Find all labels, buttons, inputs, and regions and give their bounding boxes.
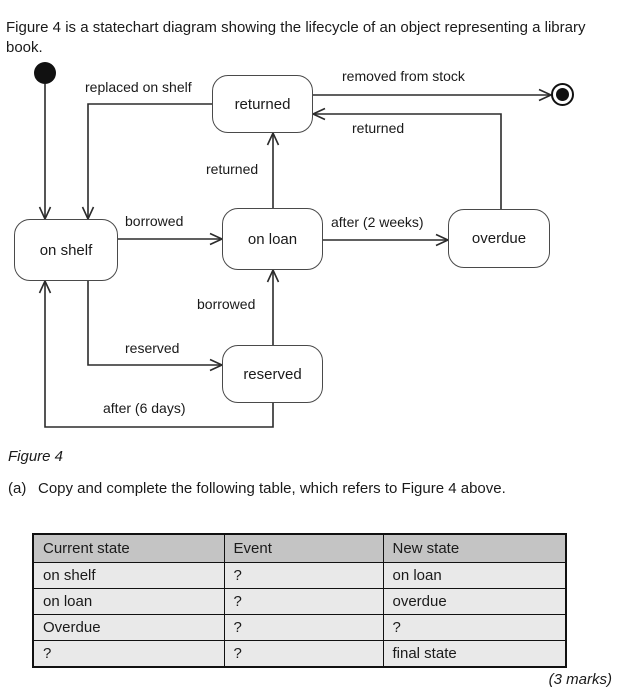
state-reserved: reserved — [222, 345, 323, 403]
table-cell: overdue — [382, 588, 567, 615]
table-cell: ? — [223, 588, 384, 615]
transition-label-borrowed-from-reserved: borrowed — [197, 296, 256, 312]
table-header-current-state: Current state — [32, 533, 225, 563]
transition-label-after-6-days: after (6 days) — [103, 400, 186, 416]
transition-label-replaced-on-shelf: replaced on shelf — [85, 79, 192, 95]
state-reserved-label: reserved — [243, 365, 302, 383]
transition-label-borrowed-from-shelf: borrowed — [125, 213, 184, 229]
transition-label-reserved: reserved — [125, 340, 180, 356]
table-row: Overdue ? ? — [32, 614, 567, 641]
transition-label-returned-from-overdue: returned — [352, 120, 405, 136]
initial-state-icon — [34, 62, 56, 84]
table-cell: final state — [382, 640, 567, 668]
question-body: Copy and complete the following table, w… — [38, 480, 506, 497]
table-cell: Overdue — [32, 614, 225, 641]
table-header-new-state: New state — [382, 533, 567, 563]
completion-table: Current state Event New state on shelf ?… — [32, 533, 567, 668]
state-on-shelf: on shelf — [14, 219, 118, 281]
table-cell: on loan — [32, 588, 225, 615]
table-cell: ? — [32, 640, 225, 668]
final-state-icon — [551, 83, 574, 106]
table-header-row: Current state Event New state — [32, 533, 567, 563]
state-returned-label: returned — [234, 95, 291, 113]
state-on-shelf-label: on shelf — [39, 241, 93, 259]
question-number: (a) — [8, 480, 27, 497]
table-cell: ? — [382, 614, 567, 641]
table-header-event: Event — [223, 533, 384, 563]
state-overdue: overdue — [448, 209, 550, 268]
table-cell: ? — [223, 640, 384, 668]
marks-label: (3 marks) — [548, 671, 612, 688]
transition-label-after-2-weeks: after (2 weeks) — [331, 214, 424, 230]
state-on-loan-label: on loan — [247, 230, 298, 248]
table-cell: on loan — [382, 562, 567, 589]
table-cell: on shelf — [32, 562, 225, 589]
state-returned: returned — [212, 75, 313, 133]
table-row: ? ? final state — [32, 640, 567, 668]
final-state-inner-dot — [556, 88, 569, 101]
state-overdue-label: overdue — [471, 230, 527, 247]
statechart-diagram: on shelf returned on loan overdue reserv… — [14, 62, 574, 428]
transition-label-removed-from-stock: removed from stock — [342, 68, 465, 84]
table-cell: ? — [223, 562, 384, 589]
table-row: on shelf ? on loan — [32, 562, 567, 589]
question-text: (a) Copy and complete the following table… — [8, 480, 506, 497]
connector-lines — [38, 84, 553, 428]
table-cell: ? — [223, 614, 384, 641]
transition-label-returned-from-on-loan: returned — [206, 161, 259, 177]
state-on-loan: on loan — [222, 208, 323, 270]
table-row: on loan ? overdue — [32, 588, 567, 615]
intro-text: Figure 4 is a statechart diagram showing… — [6, 19, 586, 56]
figure-caption: Figure 4 — [8, 448, 64, 465]
